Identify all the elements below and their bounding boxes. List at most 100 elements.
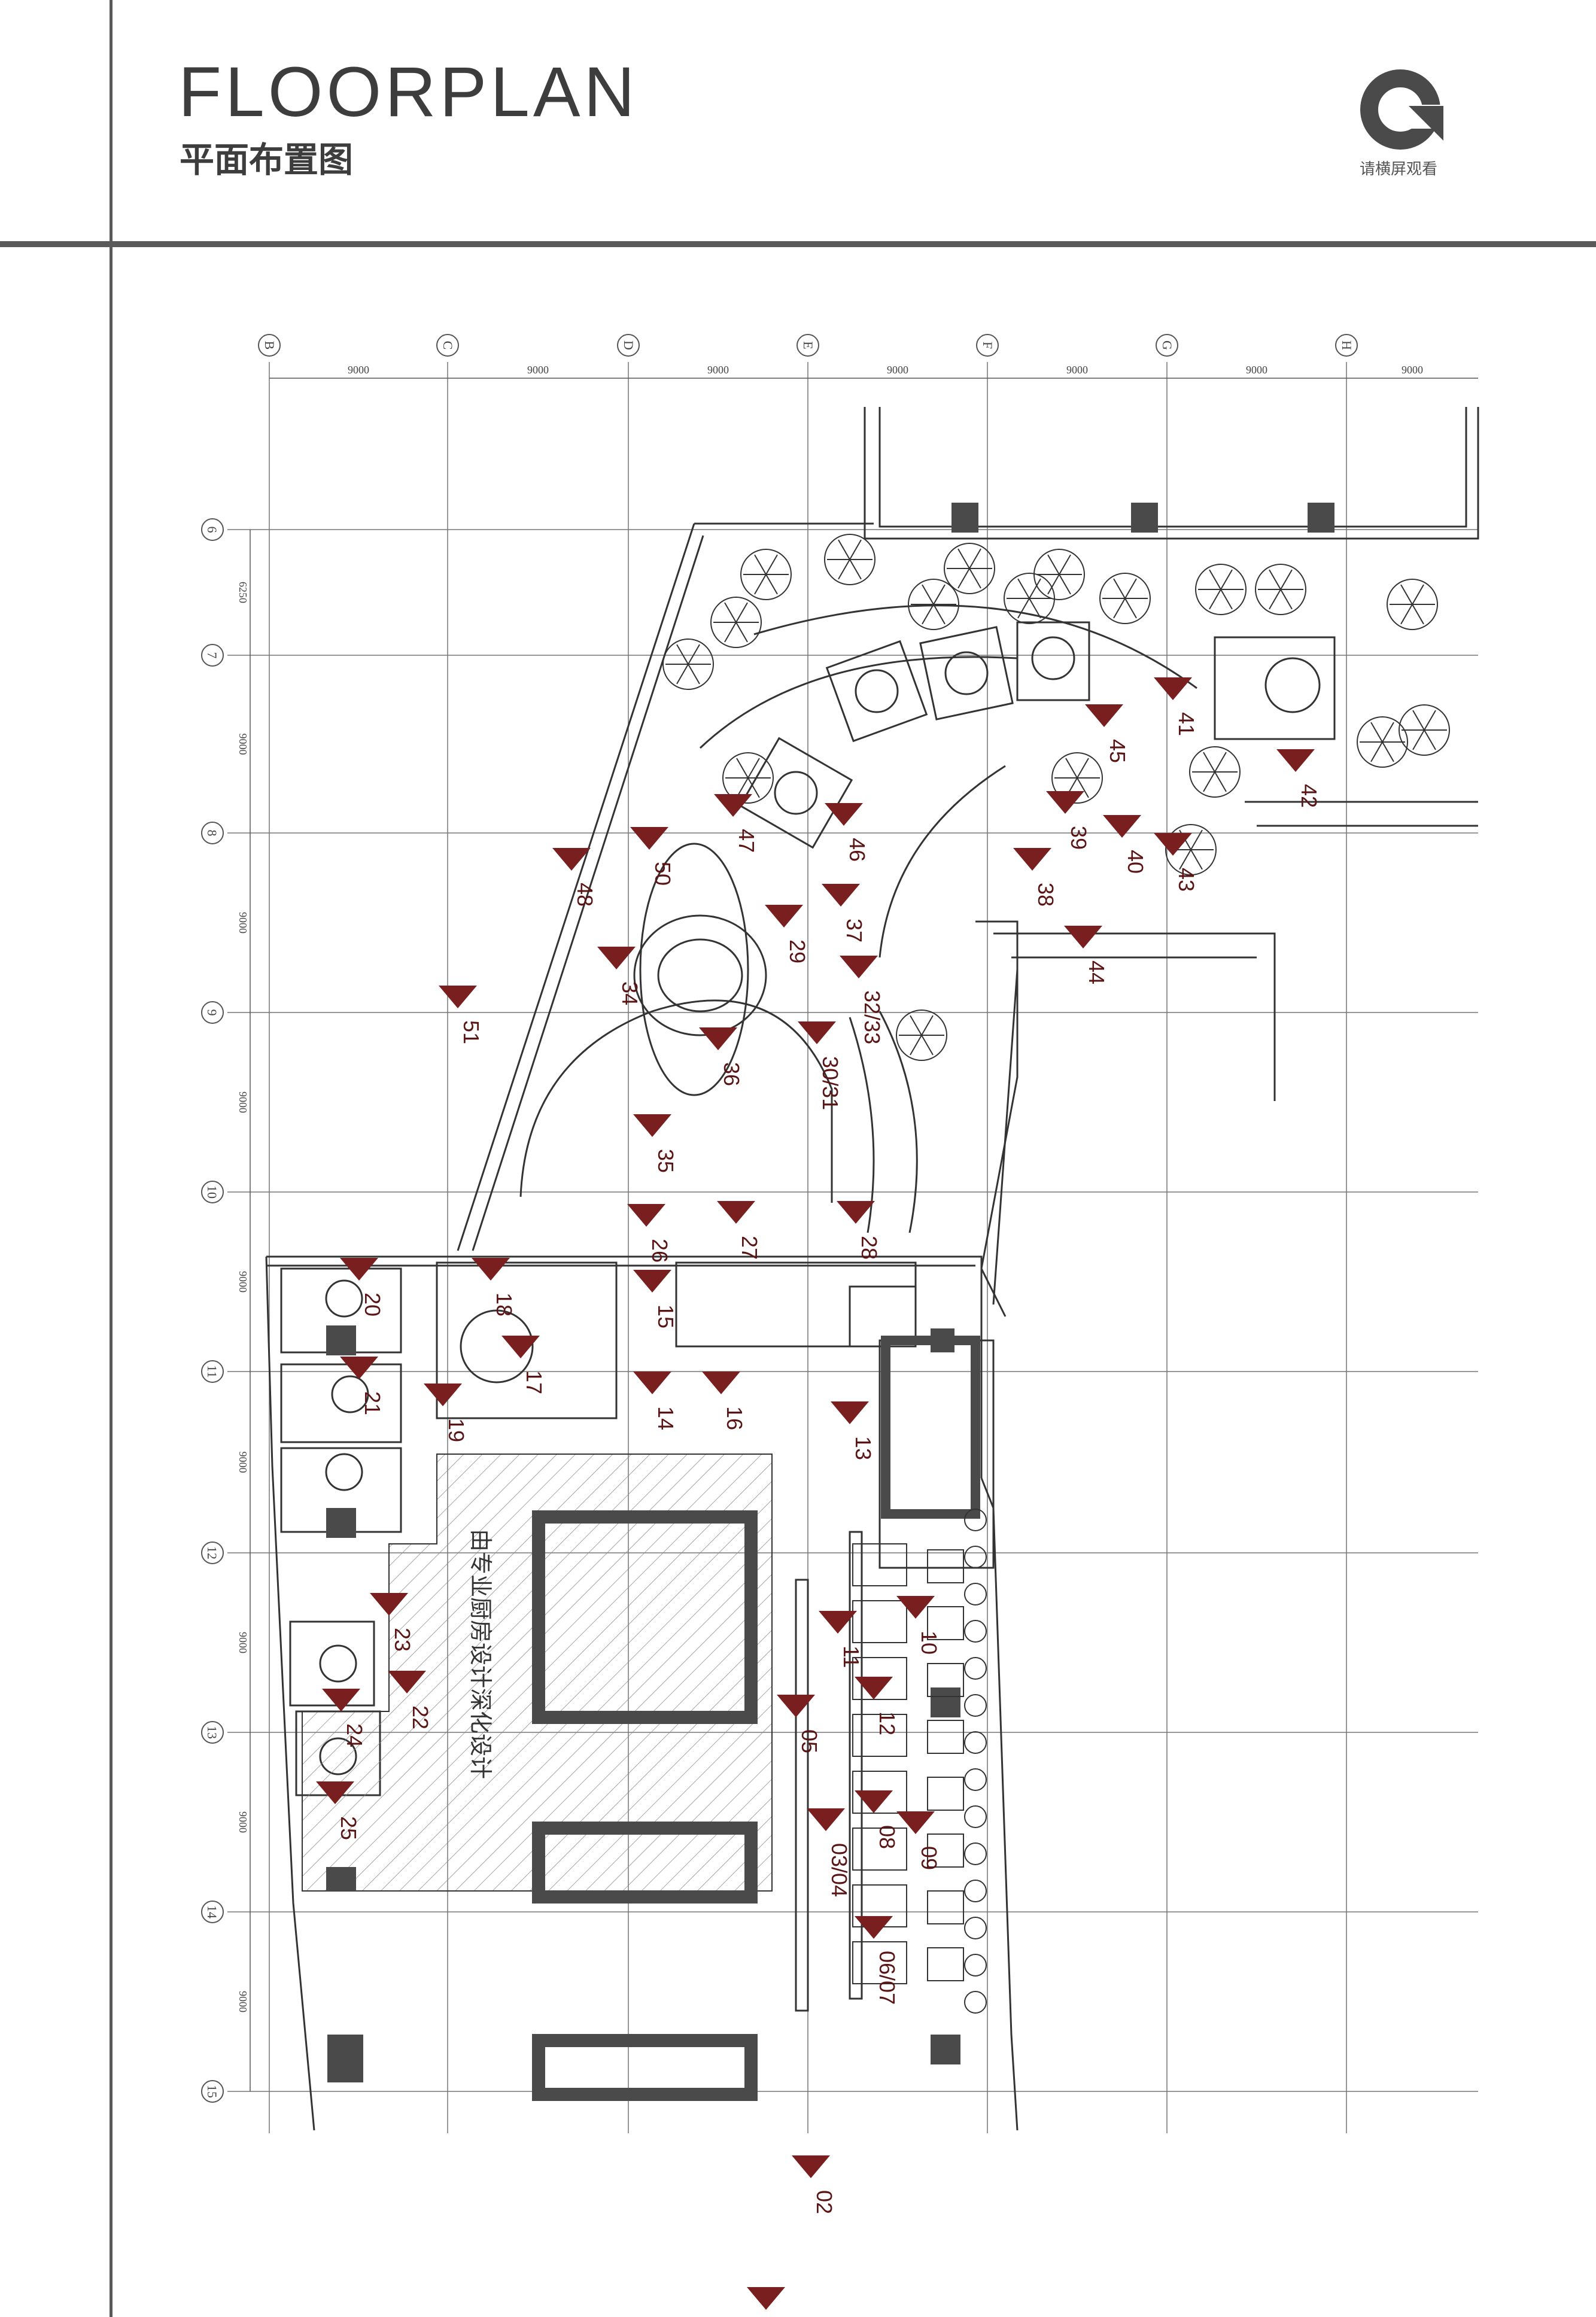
view-marker-arrow xyxy=(1276,749,1315,772)
view-marker-label: 03/04 xyxy=(827,1843,852,1897)
view-marker-label: 09 xyxy=(917,1846,941,1870)
view-marker-arrow xyxy=(597,947,636,969)
view-marker: 37 xyxy=(822,884,867,942)
booth-table xyxy=(852,1941,907,1984)
view-marker-label: 43 xyxy=(1174,868,1199,892)
view-marker-arrow xyxy=(424,1383,462,1406)
view-marker-label: 08 xyxy=(875,1825,899,1849)
tree-symbol xyxy=(824,534,875,585)
view-marker-arrow xyxy=(792,2155,830,2178)
row-axis-bubble xyxy=(201,2080,224,2103)
view-marker-label: 51 xyxy=(459,1020,484,1044)
tree-symbol xyxy=(722,752,774,804)
view-marker-arrow xyxy=(855,1916,893,1939)
row-axis-bubble xyxy=(201,822,224,844)
row-axis-label: 13 xyxy=(205,1726,220,1739)
view-marker-arrow xyxy=(472,1258,510,1281)
column-axis-bubble xyxy=(436,334,459,357)
shrub-symbol xyxy=(964,1768,987,1791)
view-marker: 13 xyxy=(831,1401,875,1460)
view-marker-label: 27 xyxy=(737,1236,762,1260)
view-marker-label: 12 xyxy=(875,1711,899,1735)
view-marker: 19 xyxy=(424,1383,469,1442)
row-axis-bubble xyxy=(201,1360,224,1383)
row-axis-label: 15 xyxy=(205,2085,220,2098)
row-spacing-label: 9000 xyxy=(237,1271,249,1293)
row-axis-label: 8 xyxy=(205,830,220,837)
view-marker-label: 16 xyxy=(722,1406,747,1430)
page-title: FLOORPLAN xyxy=(178,53,639,132)
booth-seating xyxy=(852,1509,987,2014)
landscape-trees xyxy=(662,534,1450,1061)
booth-table xyxy=(927,1777,964,1811)
view-marker-label: 40 xyxy=(1123,850,1148,874)
column-spacing-label: 9000 xyxy=(887,364,908,376)
view-marker: 46 xyxy=(825,803,870,862)
view-marker-arrow xyxy=(501,1336,540,1358)
tree-symbol xyxy=(1051,752,1103,804)
view-marker-label: 02 xyxy=(812,2190,837,2214)
view-marker-label: 39 xyxy=(1066,826,1091,850)
view-marker-label: 42 xyxy=(1297,784,1321,808)
view-marker: 26 xyxy=(627,1204,672,1263)
booth-table xyxy=(927,1833,964,1868)
booth-table xyxy=(927,1606,964,1640)
column-axis-bubble xyxy=(797,334,819,357)
view-marker-arrow xyxy=(1064,926,1102,948)
view-marker-label: 18 xyxy=(492,1293,516,1316)
terrace-outline xyxy=(457,522,1478,1317)
column-axis-bubble xyxy=(976,334,999,357)
view-marker: 28 xyxy=(837,1201,881,1260)
booth-table xyxy=(852,1828,907,1871)
view-marker-arrow xyxy=(630,827,668,850)
view-marker: 10 xyxy=(896,1596,941,1655)
shrub-symbol xyxy=(964,1620,987,1643)
view-marker-arrow xyxy=(702,1372,740,1394)
tree-symbol xyxy=(1099,573,1151,624)
view-marker-arrow xyxy=(633,1114,671,1137)
tree-symbol xyxy=(944,543,995,594)
header-vertical-rule xyxy=(110,0,113,2317)
view-marker-label: 30/31 xyxy=(818,1056,843,1110)
view-marker: 30/31 xyxy=(798,1021,843,1110)
view-marker: 23 xyxy=(370,1593,415,1652)
view-marker: 36 xyxy=(699,1027,744,1086)
page-subtitle: 平面布置图 xyxy=(180,139,354,180)
view-marker-arrow xyxy=(1103,815,1141,838)
view-marker-label: 37 xyxy=(842,919,867,942)
view-marker: 38 xyxy=(1013,848,1058,907)
row-axis-bubble xyxy=(201,1721,224,1744)
shrub-symbol xyxy=(964,1694,987,1717)
view-marker-label: 25 xyxy=(336,1816,361,1840)
view-marker: 48 xyxy=(552,848,597,907)
tree-symbol xyxy=(1033,549,1085,600)
row-spacing-label: 9000 xyxy=(237,1452,249,1473)
column-spacing-label: 9000 xyxy=(1066,364,1088,376)
column-axis-bubble xyxy=(258,334,281,357)
view-marker-arrow xyxy=(798,1021,836,1044)
shrub-symbol xyxy=(964,1546,987,1568)
view-marker-label: 23 xyxy=(390,1628,415,1652)
view-marker: 06/07 xyxy=(855,1916,899,2005)
view-marker-label: 15 xyxy=(653,1305,678,1328)
shrub-symbol xyxy=(964,1991,987,2014)
view-marker-arrow xyxy=(831,1401,869,1424)
column-spacing-label: 9000 xyxy=(1402,364,1423,376)
column-axis-label: B xyxy=(262,341,277,350)
view-marker-label: 28 xyxy=(857,1236,881,1260)
view-marker-label: 21 xyxy=(360,1391,385,1415)
column-axis-bubble xyxy=(1156,334,1178,357)
view-marker-label: 26 xyxy=(647,1239,672,1263)
booth-table xyxy=(852,1714,907,1757)
row-spacing-label: 9000 xyxy=(237,1991,249,2012)
view-marker-arrow xyxy=(633,1372,671,1394)
view-marker-arrow xyxy=(837,1201,875,1224)
row-axis-bubble xyxy=(201,1181,224,1203)
column-axis-label: G xyxy=(1160,340,1175,350)
booth-table xyxy=(852,1771,907,1814)
tree-symbol xyxy=(908,579,959,630)
view-marker: 44 xyxy=(1064,926,1109,984)
view-marker-arrow xyxy=(316,1781,354,1804)
tree-symbol xyxy=(710,597,762,648)
tree-symbol xyxy=(896,1009,947,1061)
